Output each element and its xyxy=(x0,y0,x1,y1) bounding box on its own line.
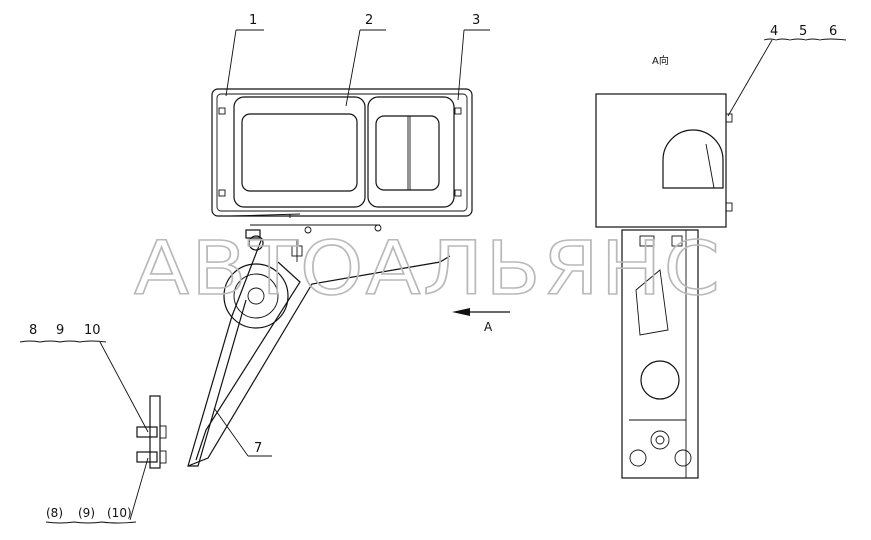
bolt-head xyxy=(248,235,264,251)
callout-6: 6 xyxy=(829,24,837,39)
base-plate xyxy=(149,395,161,469)
callout-labels: 1 2 3 4 5 6 8 9 10 (8) (9) (10) 7 A向 A xyxy=(29,13,837,520)
watermark-text: АВТОАЛЬЯНС xyxy=(134,226,722,312)
callout-10: 10 xyxy=(84,323,101,338)
callout-leaders xyxy=(19,29,847,524)
arrow-label-A: A xyxy=(484,320,493,334)
screw-bottom-right xyxy=(454,189,462,197)
arrow-A-head xyxy=(452,308,470,316)
callout-1: 1 xyxy=(249,13,257,28)
right-lens-frame xyxy=(367,96,455,208)
side-horn xyxy=(640,360,680,400)
callout-8-paren: (8) xyxy=(46,506,63,520)
callout-9-paren: (9) xyxy=(78,506,95,520)
housing-side xyxy=(595,93,727,228)
left-lens xyxy=(241,113,358,192)
callout-9: 9 xyxy=(56,323,64,338)
screw-top-left xyxy=(218,107,226,115)
mounting-bracket xyxy=(136,224,451,469)
lamp-housing-outer xyxy=(211,88,473,217)
view-label-A: A向 xyxy=(652,54,669,67)
lamp-assembly-front-view xyxy=(211,88,473,226)
callout-8: 8 xyxy=(29,323,37,338)
lamp-dome xyxy=(662,129,724,189)
bracket-arm-mid xyxy=(195,261,301,461)
callout-2: 2 xyxy=(365,13,373,28)
callout-4: 4 xyxy=(770,24,778,39)
side-view-A xyxy=(595,93,733,479)
callout-10-paren: (10) xyxy=(107,506,132,520)
left-lens-frame xyxy=(233,96,366,208)
bracket-tab xyxy=(245,229,261,239)
side-bracket xyxy=(621,229,699,479)
screw-bottom-left xyxy=(218,189,226,197)
screw-top-right xyxy=(454,107,462,115)
callout-5: 5 xyxy=(799,24,807,39)
lamp-housing-inner xyxy=(216,93,468,212)
right-lens xyxy=(375,115,440,191)
callout-3: 3 xyxy=(472,13,480,28)
bolt-upper xyxy=(136,426,158,438)
bracket-arm-right xyxy=(187,255,451,467)
callout-7: 7 xyxy=(254,441,262,456)
horn-body xyxy=(223,263,289,329)
